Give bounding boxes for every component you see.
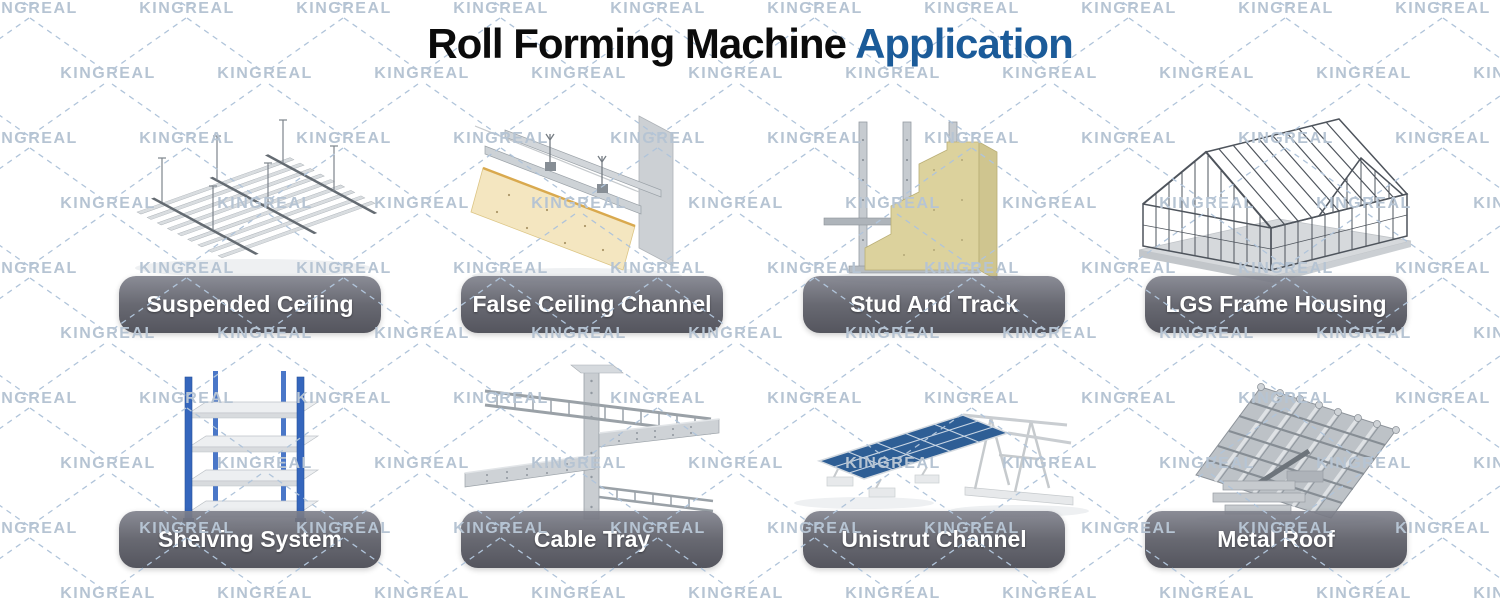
metal-roof-label: Metal Roof: [1145, 511, 1407, 568]
lgs-frame-housing-label: LGS Frame Housing: [1145, 276, 1407, 333]
card-false-ceiling-channel: False Ceiling Channel: [427, 100, 757, 333]
cable-tray-image: [464, 364, 720, 526]
stud-and-track-label: Stud And Track: [803, 276, 1065, 333]
card-metal-roof: Metal Roof: [1111, 355, 1441, 568]
shelving-system-label: Shelving System: [119, 511, 381, 568]
false-ceiling-channel-label: False Ceiling Channel: [461, 276, 723, 333]
suspended-ceiling-image: [135, 119, 378, 277]
lgs-frame-housing-image: [1138, 118, 1412, 283]
card-lgs-frame-housing: LGS Frame Housing: [1111, 100, 1441, 333]
suspended-ceiling-label: Suspended Ceiling: [119, 276, 381, 333]
unistrut-channel-label: Unistrut Channel: [803, 511, 1065, 568]
card-cable-tray: Cable Tray: [427, 355, 757, 568]
card-unistrut-channel: Unistrut Channel: [769, 355, 1099, 568]
shelving-system-image: [170, 371, 330, 526]
card-shelving-system: Shelving System: [85, 355, 415, 568]
stud-and-track-image: [823, 121, 1029, 285]
metal-roof-image: [1195, 383, 1400, 525]
card-stud-and-track: Stud And Track: [769, 100, 1099, 333]
card-suspended-ceiling: Suspended Ceiling: [85, 100, 415, 333]
page-title: Roll Forming Machine Application: [0, 20, 1500, 68]
title-black: Roll Forming Machine: [427, 20, 847, 67]
false-ceiling-channel-image: [470, 115, 682, 284]
unistrut-channel-image: [794, 413, 1089, 517]
title-blue: Application: [855, 20, 1074, 67]
cable-tray-label: Cable Tray: [461, 511, 723, 568]
